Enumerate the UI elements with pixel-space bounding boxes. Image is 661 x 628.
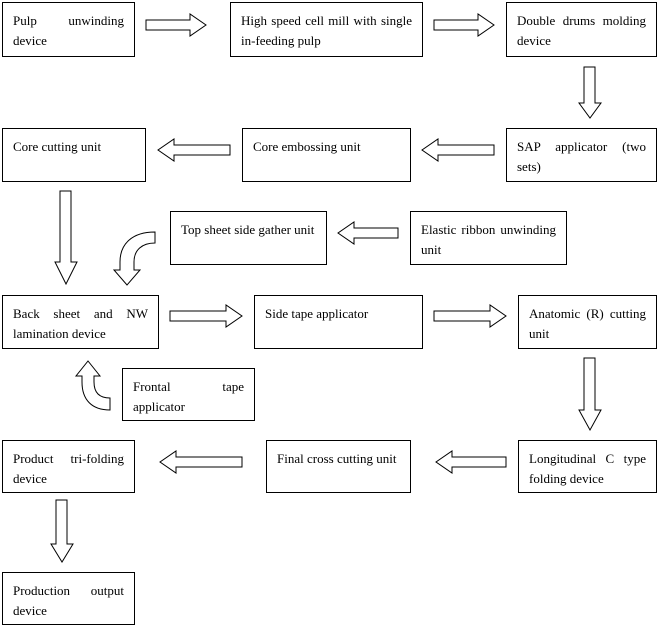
anatomic-cutting-label: Anatomic (R) cutting unit bbox=[529, 306, 646, 341]
back-sheet-box: Back sheet and NW lamination device bbox=[2, 295, 159, 349]
elastic-ribbon-box: Elastic ribbon unwinding unit bbox=[410, 211, 567, 265]
side-tape-box: Side tape applicator bbox=[254, 295, 423, 349]
arrow-final-cut-to-tri-folding bbox=[159, 450, 243, 474]
tri-folding-box: Product tri-folding device bbox=[2, 440, 135, 493]
arrow-anatomic-to-longitudinal bbox=[578, 357, 602, 432]
longitudinal-folding-label: Longitudinal C type folding device bbox=[529, 451, 646, 486]
arrow-elastic-to-top-sheet bbox=[337, 221, 399, 245]
side-tape-label: Side tape applicator bbox=[265, 306, 369, 321]
back-sheet-label: Back sheet and NW lamination device bbox=[13, 306, 148, 341]
sap-applicator-box: SAP applicator (two sets) bbox=[506, 128, 657, 182]
arrow-back-sheet-to-side-tape bbox=[169, 304, 243, 328]
pulp-unwinding-label: Pulp unwinding device bbox=[13, 13, 124, 48]
arrow-frontal-tape-to-back-sheet bbox=[74, 360, 111, 411]
core-embossing-label: Core embossing unit bbox=[253, 139, 361, 154]
arrow-core-cutting-to-back-sheet bbox=[54, 190, 78, 286]
anatomic-cutting-box: Anatomic (R) cutting unit bbox=[518, 295, 657, 349]
double-drums-box: Double drums molding device bbox=[506, 2, 657, 57]
arrow-tri-folding-to-output bbox=[50, 499, 74, 563]
frontal-tape-label: Frontal tape applicator bbox=[133, 379, 244, 414]
core-cutting-box: Core cutting unit bbox=[2, 128, 146, 182]
arrow-sap-to-embossing bbox=[421, 138, 495, 162]
double-drums-label: Double drums molding device bbox=[517, 13, 646, 48]
cell-mill-label: High speed cell mill with single in-feed… bbox=[241, 13, 412, 48]
top-sheet-box: Top sheet side gather unit bbox=[170, 211, 327, 265]
final-cross-cutting-label: Final cross cutting unit bbox=[277, 451, 397, 466]
arrow-embossing-to-core-cutting bbox=[157, 138, 231, 162]
frontal-tape-box: Frontal tape applicator bbox=[122, 368, 255, 421]
arrow-mill-to-drums bbox=[433, 13, 495, 37]
longitudinal-folding-box: Longitudinal C type folding device bbox=[518, 440, 657, 493]
arrow-drums-to-sap bbox=[578, 66, 602, 119]
arrow-longitudinal-to-final-cut bbox=[435, 450, 507, 474]
arrow-side-tape-to-anatomic bbox=[433, 304, 507, 328]
sap-applicator-label: SAP applicator (two sets) bbox=[517, 139, 646, 174]
core-embossing-box: Core embossing unit bbox=[242, 128, 411, 182]
arrow-top-sheet-to-back-sheet bbox=[112, 231, 156, 286]
output-box: Production output device bbox=[2, 572, 135, 625]
elastic-ribbon-label: Elastic ribbon unwinding unit bbox=[421, 222, 556, 257]
final-cross-cutting-box: Final cross cutting unit bbox=[266, 440, 411, 493]
output-label: Production output device bbox=[13, 583, 124, 618]
cell-mill-box: High speed cell mill with single in-feed… bbox=[230, 2, 423, 57]
arrow-pulp-to-mill bbox=[145, 13, 207, 37]
core-cutting-label: Core cutting unit bbox=[13, 139, 102, 154]
tri-folding-label: Product tri-folding device bbox=[13, 451, 124, 486]
pulp-unwinding-box: Pulp unwinding device bbox=[2, 2, 135, 57]
top-sheet-label: Top sheet side gather unit bbox=[181, 222, 315, 237]
